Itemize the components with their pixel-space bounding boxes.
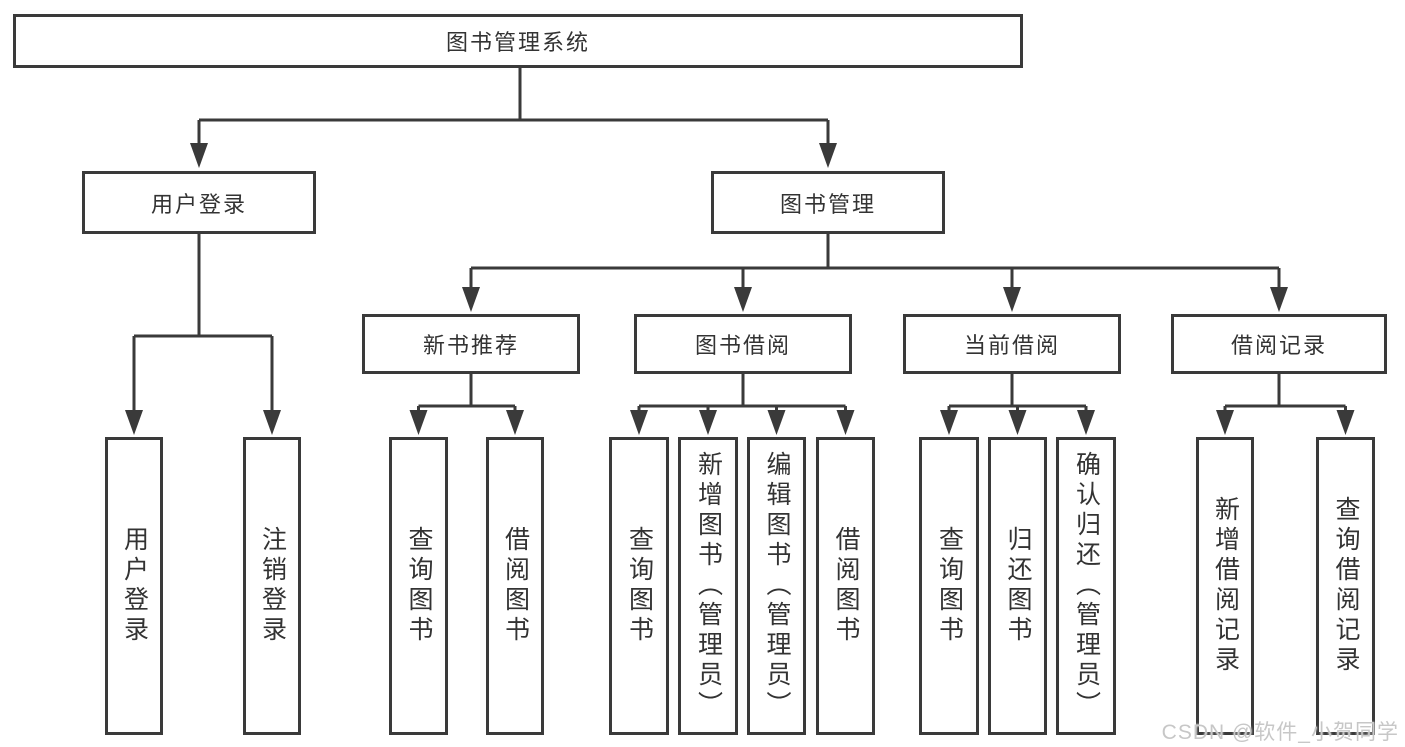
leaf-user-login-label: 用户登录 xyxy=(120,526,149,646)
leaf-query-books-2-label: 查询图书 xyxy=(625,526,654,646)
node-new-book-recommend: 新书推荐 xyxy=(362,314,580,374)
leaf-query-books-3: 查询图书 xyxy=(919,437,979,735)
node-root-system: 图书管理系统 xyxy=(13,14,1023,68)
leaf-query-books-2: 查询图书 xyxy=(609,437,669,735)
node-new-book-recommend-label: 新书推荐 xyxy=(422,333,519,358)
node-user-login-label: 用户登录 xyxy=(150,191,247,217)
leaf-logout-label: 注销登录 xyxy=(258,526,287,646)
node-borrow-record-label: 借阅记录 xyxy=(1230,333,1327,358)
leaf-query-books-3-label: 查询图书 xyxy=(935,526,964,646)
csdn-watermark: CSDN @软件_小贺同学 xyxy=(1161,721,1399,744)
node-current-borrow: 当前借阅 xyxy=(903,314,1121,374)
leaf-add-borrow-record-label: 新增借阅记录 xyxy=(1211,496,1240,676)
leaf-borrow-books-2-label: 借阅图书 xyxy=(832,526,860,646)
leaf-confirm-return-admin: 确认归还（管理员） xyxy=(1056,437,1116,735)
leaf-user-login: 用户登录 xyxy=(105,437,163,735)
leaf-borrow-books-1-label: 借阅图书 xyxy=(501,526,530,646)
leaf-add-books-admin-label: 新增图书（管理员） xyxy=(694,451,723,721)
leaf-edit-books-admin-label: 编辑图书（管理员） xyxy=(763,451,791,721)
node-current-borrow-label: 当前借阅 xyxy=(963,333,1060,358)
leaf-query-books-1-label: 查询图书 xyxy=(405,526,433,646)
leaf-borrow-books-1: 借阅图书 xyxy=(486,437,544,735)
node-book-management: 图书管理 xyxy=(711,171,945,234)
leaf-query-books-1: 查询图书 xyxy=(389,437,448,735)
leaf-query-borrow-record: 查询借阅记录 xyxy=(1316,437,1375,735)
leaf-edit-books-admin: 编辑图书（管理员） xyxy=(747,437,806,735)
node-book-borrow: 图书借阅 xyxy=(634,314,852,374)
leaf-query-borrow-record-label: 查询借阅记录 xyxy=(1332,496,1360,676)
leaf-add-books-admin: 新增图书（管理员） xyxy=(678,437,738,735)
leaf-borrow-books-2: 借阅图书 xyxy=(816,437,875,735)
leaf-return-books-label: 归还图书 xyxy=(1004,526,1032,646)
leaf-confirm-return-admin-label: 确认归还（管理员） xyxy=(1072,451,1101,721)
leaf-return-books: 归还图书 xyxy=(988,437,1047,735)
node-borrow-record: 借阅记录 xyxy=(1171,314,1387,374)
node-user-login: 用户登录 xyxy=(82,171,316,234)
node-book-management-label: 图书管理 xyxy=(779,191,876,217)
leaf-add-borrow-record: 新增借阅记录 xyxy=(1196,437,1254,735)
node-book-borrow-label: 图书借阅 xyxy=(694,333,791,358)
node-root-system-label: 图书管理系统 xyxy=(445,30,590,55)
leaf-logout: 注销登录 xyxy=(243,437,301,735)
